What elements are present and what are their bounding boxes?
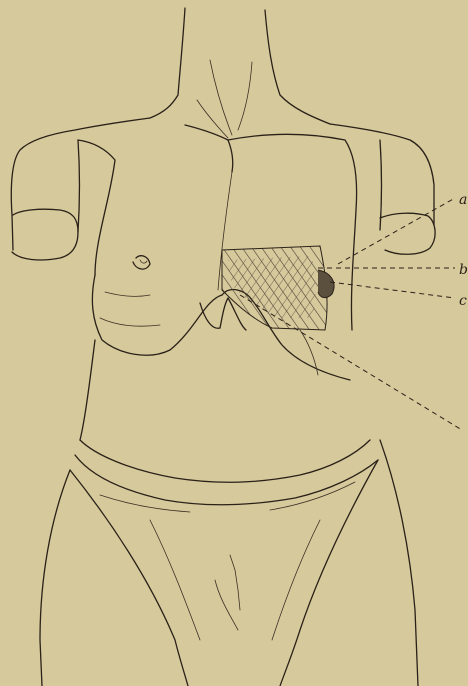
leader-line-c [330,282,455,298]
neck [150,8,330,138]
pelvis-outline [40,440,418,686]
label-b: b [459,263,468,277]
label-c: c [459,294,467,308]
lesion-area [222,246,334,330]
label-a: a [459,193,467,207]
